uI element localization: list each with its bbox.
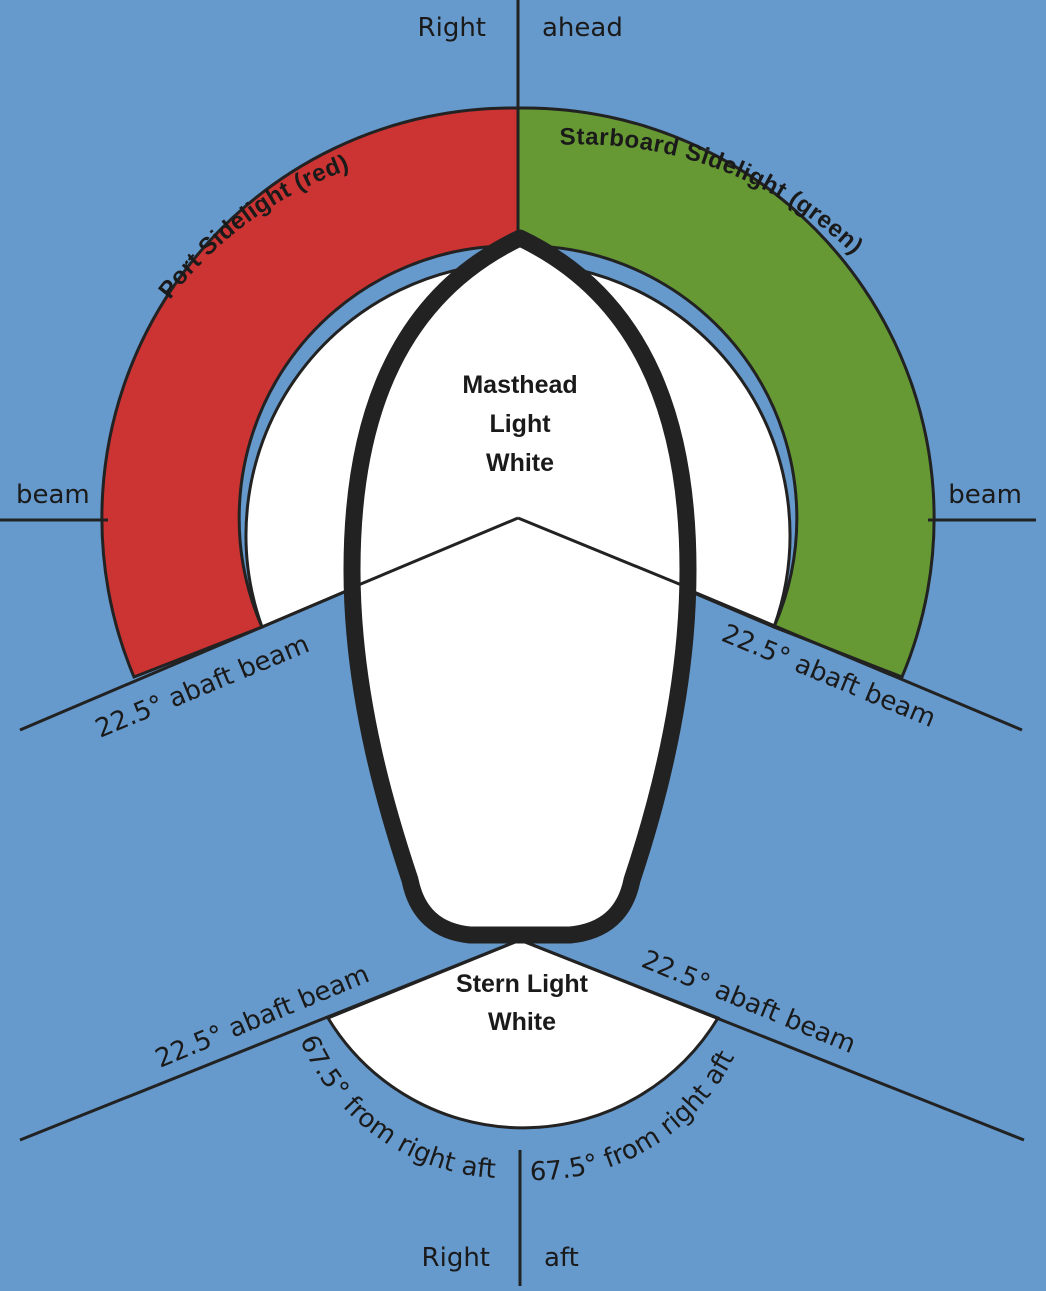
beam-label-left: beam [16,480,90,510]
stern-label-line2: White [488,1008,556,1036]
masthead-label-line2: Light [489,410,551,438]
port-sidelight-sector [100,106,520,679]
beam-label-right: beam [948,480,1022,510]
right-ahead-label-right: ahead [542,13,623,43]
masthead-label-line3: White [486,449,554,477]
starboard-sidelight-sector [516,106,936,679]
masthead-edge-port [355,516,519,588]
right-ahead-label-left: Right [418,13,486,43]
stern-light-sector [325,938,721,1130]
right-aft-label-right: aft [544,1243,579,1273]
stern-limit-line-starboard [519,938,1025,1142]
stern-limit-line-port [19,938,521,1142]
stern-label-line1: Stern Light [456,970,589,998]
right-aft-label-left: Right [422,1243,490,1273]
masthead-label-line1: Masthead [462,371,577,399]
boat-hull [343,229,697,944]
masthead-edge-starboard [517,516,685,588]
